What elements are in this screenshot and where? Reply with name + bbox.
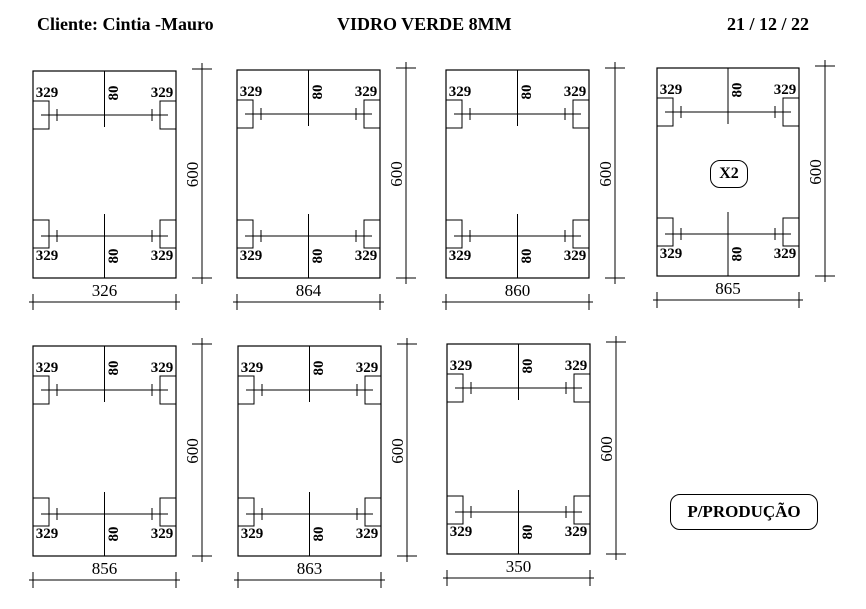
center-dim-top: 80 bbox=[106, 86, 122, 101]
hinge-cutout-bottom-right bbox=[782, 217, 800, 247]
corner-dim-bottom-left: 329 bbox=[449, 248, 472, 264]
hinge-cutout-bottom-left bbox=[446, 495, 464, 525]
width-dim-label: 350 bbox=[506, 557, 532, 576]
hinge-cutout-bottom-right bbox=[159, 219, 177, 249]
center-dim-bottom: 80 bbox=[106, 249, 122, 264]
corner-dim-bottom-left: 329 bbox=[36, 248, 59, 264]
center-dim-bottom: 80 bbox=[310, 249, 326, 264]
corner-dim-bottom-right: 329 bbox=[565, 524, 588, 540]
center-dim-top: 80 bbox=[311, 361, 327, 376]
hinge-cutout-bottom-right bbox=[159, 497, 177, 527]
width-dim-label: 326 bbox=[92, 281, 118, 300]
hinge-cutout-bottom-left bbox=[237, 497, 255, 527]
width-dim-label: 865 bbox=[715, 279, 741, 298]
production-stamp: P/PRODUÇÃO bbox=[670, 494, 818, 530]
center-dim-bottom: 80 bbox=[311, 527, 327, 542]
corner-dim-bottom-left: 329 bbox=[660, 246, 683, 262]
corner-dim-top-right: 329 bbox=[565, 358, 588, 374]
corner-dim-top-left: 329 bbox=[36, 85, 59, 101]
height-dim-label: 600 bbox=[388, 438, 407, 464]
order-date: 21 / 12 / 22 bbox=[727, 14, 810, 34]
glass-panel-3: 80 80 329 329 329 329 860 600 bbox=[442, 62, 625, 310]
center-dim-top: 80 bbox=[106, 361, 122, 376]
hinge-cutout-bottom-right bbox=[364, 497, 382, 527]
corner-dim-bottom-left: 329 bbox=[36, 526, 59, 542]
corner-dim-top-left: 329 bbox=[240, 84, 263, 100]
height-dim-label: 600 bbox=[596, 161, 615, 187]
hinge-cutout-bottom-left bbox=[656, 217, 674, 247]
center-dim-bottom: 80 bbox=[520, 525, 536, 540]
glass-panel-7: 80 80 329 329 329 329 350 600 bbox=[443, 336, 626, 586]
quantity-badge: X2 bbox=[710, 160, 748, 188]
glass-panel-5: 80 80 329 329 329 329 856 600 bbox=[29, 338, 212, 588]
corner-dim-top-left: 329 bbox=[660, 82, 683, 98]
height-dim-label: 600 bbox=[806, 159, 825, 185]
hinge-cutout-bottom-left bbox=[236, 219, 254, 249]
width-dim-label: 864 bbox=[296, 281, 322, 300]
height-dim-label: 600 bbox=[387, 161, 406, 187]
hinge-cutout-bottom-left bbox=[32, 219, 50, 249]
corner-dim-top-right: 329 bbox=[774, 82, 797, 98]
corner-dim-top-right: 329 bbox=[151, 85, 174, 101]
corner-dim-top-right: 329 bbox=[356, 360, 379, 376]
center-dim-bottom: 80 bbox=[519, 249, 535, 264]
glass-panel-2: 80 80 329 329 329 329 864 600 bbox=[233, 62, 416, 310]
corner-dim-bottom-right: 329 bbox=[774, 246, 797, 262]
client-name: Cliente: Cintia -Mauro bbox=[37, 14, 214, 34]
corner-dim-top-left: 329 bbox=[450, 358, 473, 374]
corner-dim-bottom-right: 329 bbox=[356, 526, 379, 542]
glass-spec: VIDRO VERDE 8MM bbox=[337, 14, 512, 34]
width-dim-label: 863 bbox=[297, 559, 323, 578]
height-dim-label: 600 bbox=[597, 436, 616, 462]
center-dim-bottom: 80 bbox=[106, 527, 122, 542]
corner-dim-bottom-left: 329 bbox=[240, 248, 263, 264]
hinge-cutout-bottom-right bbox=[363, 219, 381, 249]
corner-dim-top-right: 329 bbox=[151, 360, 174, 376]
hinge-cutout-bottom-right bbox=[572, 219, 590, 249]
corner-dim-bottom-right: 329 bbox=[355, 248, 378, 264]
width-dim-label: 856 bbox=[92, 559, 118, 578]
width-dim-label: 860 bbox=[505, 281, 531, 300]
corner-dim-bottom-right: 329 bbox=[151, 248, 174, 264]
corner-dim-top-right: 329 bbox=[564, 84, 587, 100]
center-dim-top: 80 bbox=[729, 83, 745, 98]
height-dim-label: 600 bbox=[183, 162, 202, 188]
hinge-cutout-bottom-left bbox=[445, 219, 463, 249]
height-dim-label: 600 bbox=[183, 438, 202, 464]
corner-dim-top-left: 329 bbox=[36, 360, 59, 376]
center-dim-top: 80 bbox=[520, 359, 536, 374]
center-dim-bottom: 80 bbox=[729, 247, 745, 262]
center-dim-top: 80 bbox=[519, 85, 535, 100]
hinge-cutout-bottom-left bbox=[32, 497, 50, 527]
corner-dim-bottom-left: 329 bbox=[241, 526, 264, 542]
corner-dim-bottom-left: 329 bbox=[450, 524, 473, 540]
glass-panel-6: 80 80 329 329 329 329 863 600 bbox=[234, 338, 417, 588]
corner-dim-bottom-right: 329 bbox=[564, 248, 587, 264]
corner-dim-top-right: 329 bbox=[355, 84, 378, 100]
corner-dim-bottom-right: 329 bbox=[151, 526, 174, 542]
center-dim-top: 80 bbox=[310, 85, 326, 100]
glass-panel-4: 80 80 329 329 329 329 865 600 bbox=[653, 60, 835, 308]
corner-dim-top-left: 329 bbox=[449, 84, 472, 100]
glass-panel-1: 80 80 329 329 329 329 326 600 bbox=[29, 63, 212, 310]
corner-dim-top-left: 329 bbox=[241, 360, 264, 376]
hinge-cutout-bottom-right bbox=[573, 495, 591, 525]
